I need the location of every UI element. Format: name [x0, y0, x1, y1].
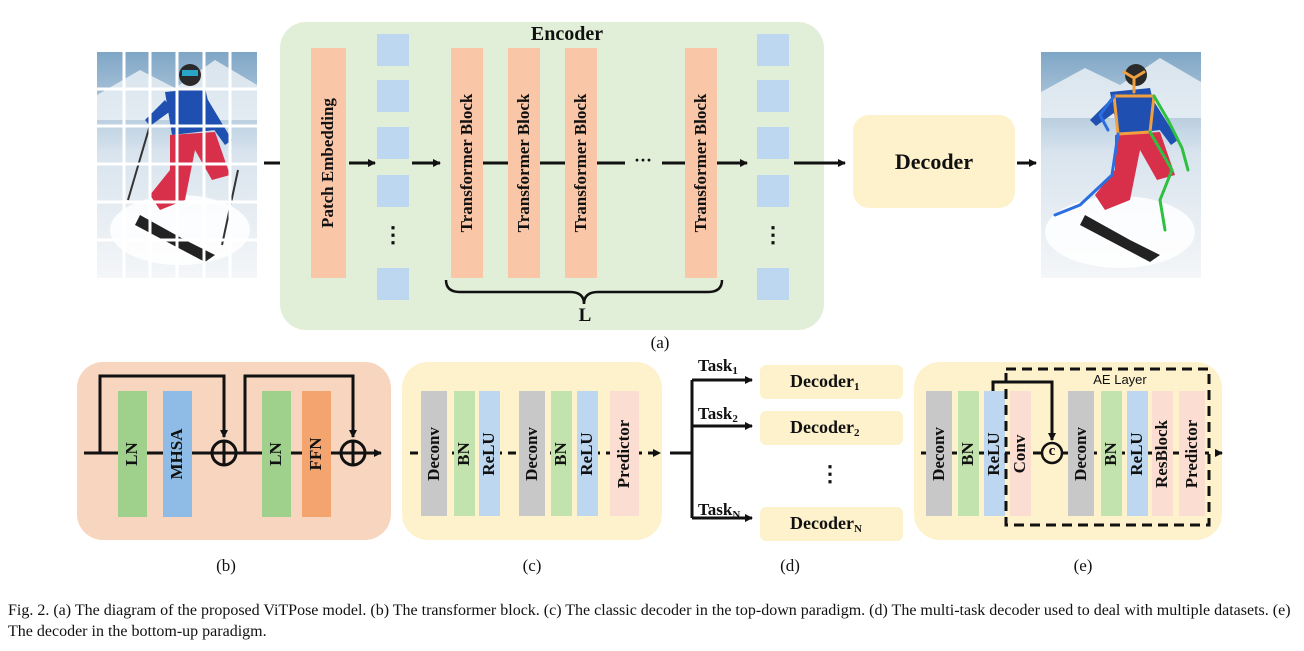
encoder-title: Encoder	[530, 23, 604, 45]
c-bn-2-label: BN	[551, 442, 570, 466]
patch-embedding-label: Patch Embedding	[318, 98, 337, 228]
b-ln-2	[262, 391, 291, 517]
transformer-block-label-2: Transformer Block	[514, 93, 533, 233]
e-bn-1-label: BN	[958, 442, 977, 466]
transformer-block-n	[685, 48, 717, 278]
transformer-block-2	[508, 48, 540, 278]
d-decoder-1	[760, 365, 903, 399]
token-ellipsis-left: ⋮	[382, 222, 404, 247]
decoder-label: Decoder	[894, 149, 974, 174]
e-deconv-1-label: Deconv	[929, 427, 948, 481]
e-relu-2	[1127, 391, 1148, 516]
input-image	[97, 52, 257, 278]
c-predictor-label: Predictor	[614, 419, 633, 489]
token-column-left	[377, 34, 409, 300]
d-task-n-label: TaskN	[698, 500, 741, 521]
loop-count-label: L	[578, 305, 592, 326]
b-ffn-label: FFN	[306, 437, 325, 471]
b-ln-2-label: LN	[266, 442, 285, 466]
d-decoder-2	[760, 411, 903, 445]
d-decoder-1-label: Decoder1	[790, 371, 860, 393]
vitpose-diagram	[77, 22, 1223, 541]
encoder-box	[280, 22, 824, 330]
c-relu-2-label: ReLU	[577, 432, 596, 476]
decoder-box	[853, 115, 1015, 208]
e-relu-1-label: ReLU	[984, 432, 1003, 476]
e-predictor	[1179, 391, 1205, 516]
e-conv	[1010, 391, 1031, 516]
e-deconv-1	[926, 391, 952, 516]
b-ln-1	[118, 391, 147, 517]
d-decoder-2-label: Decoder2	[790, 417, 860, 439]
transformer-block-label-n: Transformer Block	[691, 93, 710, 233]
transformer-block-label-3: Transformer Block	[571, 93, 590, 233]
d-ellipsis: ⋮	[819, 461, 841, 486]
transformer-block-label-1: Transformer Block	[457, 93, 476, 233]
e-concat-label: c	[1048, 443, 1056, 459]
c-bn-2	[551, 391, 572, 516]
e-bn-2	[1101, 391, 1122, 516]
ae-layer-box	[1004, 367, 1211, 527]
blocks-ellipsis: ···	[633, 150, 653, 170]
d-decoder-n-label: DecoderN	[790, 513, 862, 535]
e-predictor-label: Predictor	[1182, 419, 1201, 489]
c-deconv-2-label: Deconv	[522, 427, 541, 481]
d-task-2-label: Task2	[698, 404, 738, 425]
e-bn-2-label: BN	[1101, 442, 1120, 466]
e-relu-2-label: ReLU	[1127, 432, 1146, 476]
b-mhsa-label: MHSA	[167, 428, 186, 480]
token-column-right	[757, 34, 789, 300]
e-deconv-2	[1068, 391, 1094, 516]
e-relu-1	[984, 391, 1005, 516]
c-relu-1	[479, 391, 500, 516]
panel-c-label: (c)	[522, 556, 542, 575]
panel-e-label: (e)	[1073, 556, 1093, 575]
b-ln-1-label: LN	[122, 442, 141, 466]
c-deconv-1-label: Deconv	[424, 427, 443, 481]
e-concat-node	[1040, 441, 1064, 465]
panel-d-label: (d)	[780, 556, 800, 575]
panel-b-label: (b)	[216, 556, 236, 575]
c-relu-2	[577, 391, 598, 516]
c-predictor	[610, 391, 639, 516]
loop-brace	[444, 279, 724, 305]
c-bn-1	[454, 391, 475, 516]
e-resblock-label: ResBlock	[1152, 420, 1171, 488]
b-ffn	[302, 391, 331, 517]
e-deconv-2-label: Deconv	[1071, 427, 1090, 481]
c-deconv-1	[421, 391, 447, 516]
transformer-block-3	[565, 48, 597, 278]
d-task-1-label: Task1	[698, 356, 738, 377]
output-image	[1041, 52, 1201, 278]
e-resblock	[1152, 391, 1173, 516]
e-conv-label: Conv	[1010, 434, 1029, 474]
b-mhsa	[163, 391, 192, 517]
transformer-block-1	[451, 48, 483, 278]
c-deconv-2	[519, 391, 545, 516]
d-decoder-n	[760, 507, 903, 541]
c-relu-1-label: ReLU	[479, 432, 498, 476]
c-bn-1-label: BN	[454, 442, 473, 466]
token-ellipsis-right: ⋮	[762, 222, 784, 247]
figure-caption: Fig. 2. (a) The diagram of the proposed …	[8, 602, 1291, 640]
panel-a-label: (a)	[650, 333, 670, 352]
patch-embedding-block	[311, 48, 346, 278]
e-bn-1	[958, 391, 979, 516]
ae-layer-label: AE Layer	[1093, 372, 1147, 387]
